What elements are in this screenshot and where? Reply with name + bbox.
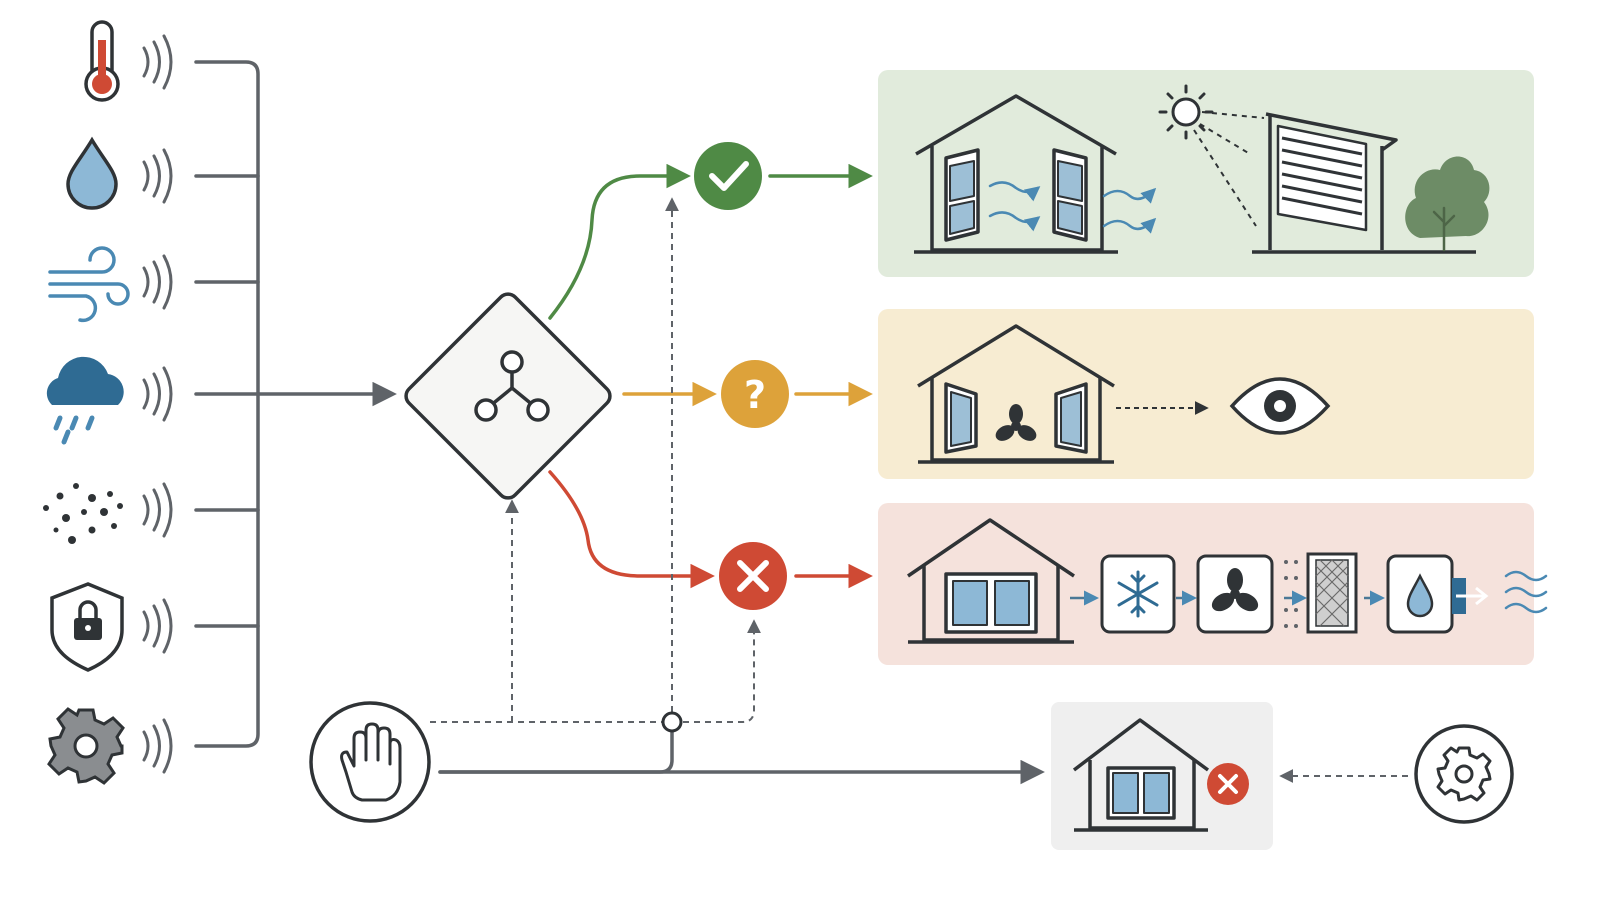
house-fan-icon bbox=[917, 324, 1115, 464]
signal-waves bbox=[142, 34, 173, 774]
hand-stop-button[interactable] bbox=[309, 701, 431, 823]
sensor-column bbox=[43, 20, 173, 785]
closed-hvac-panel bbox=[878, 503, 1548, 665]
wind-icon bbox=[48, 246, 130, 323]
fan-icon bbox=[995, 404, 1037, 441]
outcome-branches bbox=[548, 163, 873, 589]
house-locked-icon bbox=[1072, 718, 1210, 832]
open-windows-shade-panel bbox=[878, 70, 1534, 277]
sensor-bus bbox=[194, 60, 397, 748]
override-junction bbox=[661, 711, 683, 733]
tree-icon bbox=[1405, 156, 1490, 252]
fan-unit-icon bbox=[1196, 554, 1274, 634]
branch-nodes-icon bbox=[474, 350, 550, 422]
shade-awning-icon bbox=[1252, 112, 1476, 254]
gear-icon bbox=[1436, 746, 1492, 802]
fan-monitor-panel bbox=[878, 309, 1534, 479]
question-icon: ? bbox=[721, 360, 789, 428]
airflow-icon bbox=[988, 181, 1157, 234]
water-drop-icon bbox=[66, 136, 118, 210]
sun-rays bbox=[1193, 111, 1265, 227]
close-icon bbox=[719, 542, 787, 610]
snowflake-icon bbox=[1100, 554, 1176, 634]
house-open-windows-icon bbox=[914, 94, 1118, 254]
decision-node bbox=[404, 292, 612, 500]
dehumidifier-icon bbox=[1386, 554, 1489, 634]
close-icon bbox=[1207, 763, 1249, 805]
gear-icon bbox=[47, 707, 125, 785]
override-line bbox=[438, 730, 1045, 785]
shield-lock-icon bbox=[50, 582, 124, 672]
hand-stop-icon bbox=[340, 722, 402, 802]
override-result-panel bbox=[1051, 702, 1273, 850]
house-closed-window-icon bbox=[907, 518, 1075, 644]
particles-icon bbox=[43, 483, 123, 544]
thermometer-icon bbox=[84, 20, 120, 102]
rain-cloud-icon bbox=[46, 356, 124, 445]
eye-icon bbox=[1229, 377, 1331, 435]
air-out-icon bbox=[1504, 570, 1548, 614]
settings-button[interactable] bbox=[1414, 724, 1514, 824]
filter-icon bbox=[1284, 552, 1358, 634]
override-feedback bbox=[430, 197, 761, 723]
svg-text:?: ? bbox=[744, 373, 766, 417]
check-icon bbox=[694, 142, 762, 210]
